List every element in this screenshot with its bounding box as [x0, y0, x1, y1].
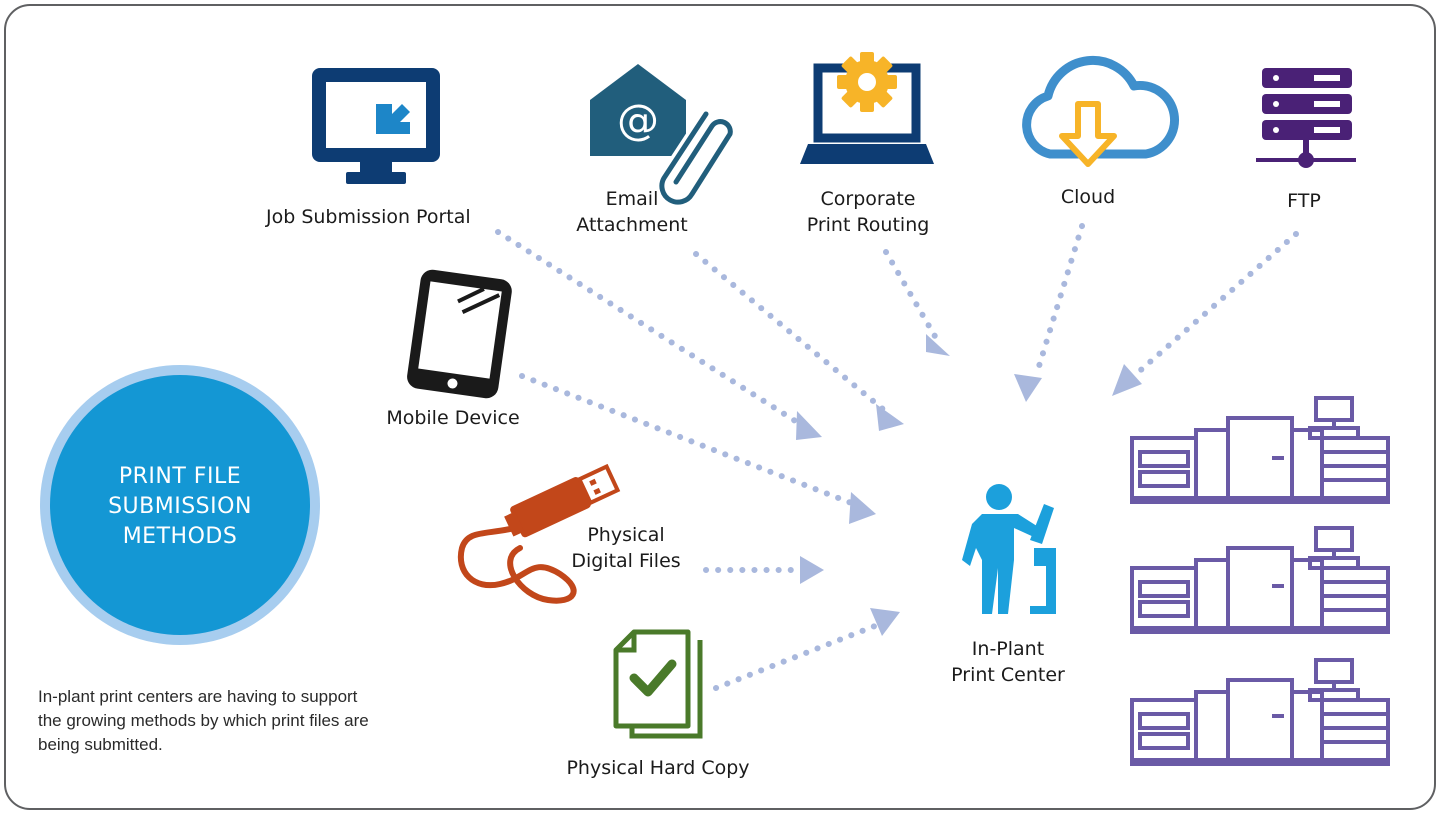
arrowhead-routing	[926, 334, 950, 356]
production-printer-icon	[1130, 396, 1390, 504]
arrowhead-mobile	[849, 492, 876, 524]
arrowhead-cloud	[1014, 374, 1042, 402]
diagram-frame	[4, 4, 1436, 810]
arrow-cloud	[1033, 223, 1085, 379]
arrow-routing	[883, 249, 939, 341]
tablet-icon	[407, 269, 512, 399]
label-job-submission-portal: Job Submission Portal	[266, 206, 471, 228]
arrow-email	[693, 251, 887, 413]
arrow-ftp	[1131, 231, 1299, 379]
svg-text:@: @	[617, 95, 659, 144]
arrowheads	[796, 334, 1142, 636]
production-printer-icon	[1130, 526, 1390, 634]
arrow-portal	[495, 229, 803, 427]
flow-arrows	[495, 223, 1299, 691]
caption-text: In-plant print centers are having to sup…	[38, 687, 369, 754]
arrowhead-email	[876, 404, 904, 431]
label-physical-digital-files: Physical Digital Files	[571, 524, 681, 572]
person-kiosk-icon	[962, 484, 1056, 614]
printer-stack	[1130, 396, 1390, 766]
arrowhead-hardcopy	[870, 608, 900, 636]
usb-drive-icon	[457, 463, 621, 604]
label-in-plant-print-center: In-Plant Print Center	[951, 638, 1065, 686]
server-network-icon	[1256, 68, 1356, 168]
cloud-download-icon	[1022, 55, 1180, 167]
envelope-paperclip-icon: @	[590, 64, 737, 209]
label-mobile-device: Mobile Device	[386, 407, 520, 429]
document-check-icon	[613, 629, 703, 739]
arrowhead-ftp	[1112, 364, 1142, 396]
production-printer-icon	[1130, 658, 1390, 766]
label-email-attachment: Email Attachment	[576, 188, 688, 236]
badge	[40, 365, 320, 645]
label-ftp: FTP	[1287, 190, 1321, 212]
arrow-hardcopy	[713, 621, 883, 691]
label-cloud: Cloud	[1060, 186, 1116, 208]
monitor-download-icon	[312, 68, 440, 184]
arrow-mobile	[519, 373, 857, 507]
label-physical-hard-copy: Physical Hard Copy	[566, 757, 750, 779]
badge-title: PRINT FILE SUBMISSION METHODS	[108, 464, 252, 549]
arrowhead-portal	[796, 411, 822, 440]
arrowhead-usb	[800, 556, 824, 584]
label-corporate-print-routing: Corporate Print Routing	[806, 188, 930, 236]
laptop-gear-icon	[800, 52, 934, 164]
